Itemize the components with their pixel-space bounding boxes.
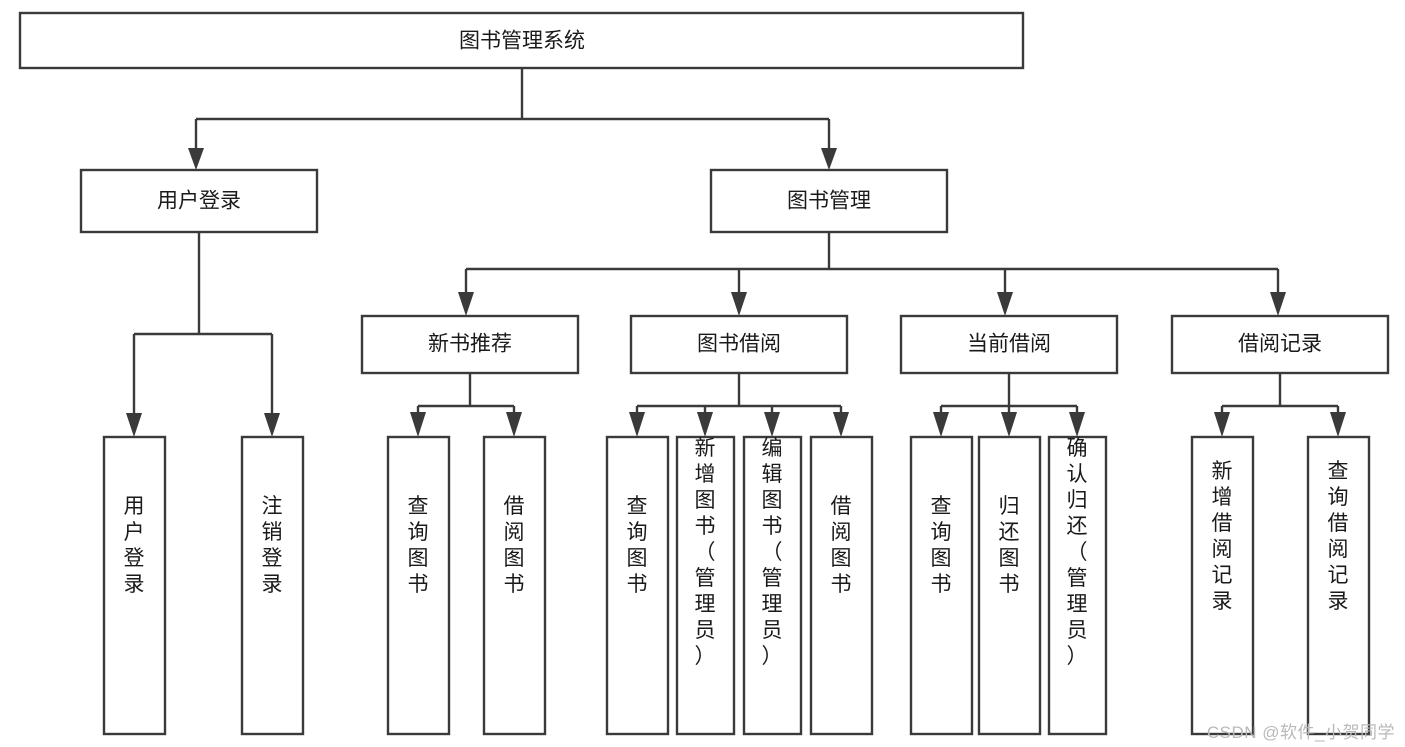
arrow-head-new-book (458, 292, 474, 316)
leaf-cb-query-book-label: 查询图书 (931, 495, 952, 596)
node-borrow-record-box (1170, 314, 1390, 375)
arrow-head-bb-leaf3 (764, 412, 780, 437)
node-root-label: 图书管理系统 (459, 30, 585, 53)
leaf-bb-edit-book[interactable]: 编辑图书（管理员） (742, 435, 803, 736)
arrow-head-book-manage (821, 148, 837, 170)
arrow-head-cb-leaf1 (933, 412, 949, 437)
leaf-user-login[interactable]: 用户登录 (102, 435, 167, 736)
leaf-br-query-record-box (1306, 435, 1371, 736)
leaf-bb-query-book-label: 查询图书 (627, 495, 648, 596)
arrow-head-nb-leaf1 (410, 412, 426, 437)
node-new-book-label: 新书推荐 (428, 333, 512, 356)
leaf-logout-label: 注销登录 (262, 495, 283, 596)
leaf-bb-edit-book-box (742, 435, 803, 736)
leaf-cb-query-book[interactable]: 查询图书 (909, 435, 974, 736)
leaf-cb-return-book-label: 归还图书 (999, 495, 1020, 596)
leaf-nb-borrow-book-box (482, 435, 547, 736)
leaf-bb-add-book-label: 新增图书（管理员） (695, 437, 716, 668)
arrow-head-leaf-logout (264, 413, 280, 437)
leaf-logout[interactable]: 注销登录 (240, 435, 305, 736)
arrow-head-br-leaf1 (1214, 412, 1230, 437)
leaf-br-query-record-label: 查询借阅记录 (1328, 460, 1349, 613)
arrow-head-bb-leaf1 (629, 412, 645, 437)
leaf-cb-confirm-return-label: 确认归还（管理员） (1067, 437, 1088, 668)
node-borrow-record[interactable]: 借阅记录 (1170, 314, 1390, 375)
node-root-box (18, 11, 1025, 70)
leaf-nb-query-book-box (386, 435, 451, 736)
leaf-bb-query-book[interactable]: 查询图书 (605, 435, 670, 736)
leaf-nb-query-book-label: 查询图书 (408, 495, 429, 596)
leaf-bb-edit-book-label: 编辑图书（管理员） (762, 437, 783, 668)
leaf-nb-borrow-book-label: 借阅图书 (504, 495, 525, 596)
arrow-head-borrow-book (731, 292, 747, 316)
leaf-br-add-record[interactable]: 新增借阅记录 (1190, 435, 1255, 736)
leaf-br-query-record[interactable]: 查询借阅记录 (1306, 435, 1371, 736)
leaf-br-add-record-box (1190, 435, 1255, 736)
node-current-borrow-box (899, 314, 1119, 375)
leaf-br-add-record-label: 新增借阅记录 (1212, 460, 1233, 613)
leaf-cb-confirm-return-box (1047, 435, 1108, 736)
leaf-bb-borrow-book-label: 借阅图书 (831, 495, 852, 596)
node-user-login-label: 用户登录 (157, 190, 241, 213)
node-book-manage-box (709, 168, 949, 234)
node-new-book-recommend[interactable]: 新书推荐 (360, 314, 580, 375)
arrow-head-cb-leaf3 (1069, 412, 1085, 437)
arrow-head-bb-leaf4 (833, 412, 849, 437)
arrow-head-user-login (188, 148, 204, 170)
leaf-nb-query-book[interactable]: 查询图书 (386, 435, 451, 736)
node-book-borrow[interactable]: 图书借阅 (629, 314, 849, 375)
connectors-group (126, 68, 1346, 437)
node-new-book-box (360, 314, 580, 375)
arrow-head-leaf-user-login (126, 413, 142, 437)
leaf-user-login-label: 用户登录 (124, 495, 145, 596)
node-book-manage[interactable]: 图书管理 (709, 168, 949, 234)
leaf-cb-return-book-box (977, 435, 1042, 736)
leaf-bb-add-book-box (675, 435, 736, 736)
arrow-head-br-leaf2 (1330, 412, 1346, 437)
leaf-cb-confirm-return[interactable]: 确认归还（管理员） (1047, 435, 1108, 736)
leaf-bb-borrow-book-box (809, 435, 874, 736)
node-borrow-record-label: 借阅记录 (1238, 333, 1322, 356)
leaf-bb-query-book-box (605, 435, 670, 736)
arrow-head-nb-leaf2 (506, 412, 522, 437)
node-book-borrow-box (629, 314, 849, 375)
leaf-cb-query-book-box (909, 435, 974, 736)
node-book-borrow-label: 图书借阅 (697, 333, 781, 356)
node-user-login-box (79, 168, 319, 234)
node-user-login[interactable]: 用户登录 (79, 168, 319, 234)
arrow-head-bb-leaf2 (697, 412, 713, 437)
node-current-borrow[interactable]: 当前借阅 (899, 314, 1119, 375)
arrow-head-cb-leaf2 (1001, 412, 1017, 437)
leaf-cb-return-book[interactable]: 归还图书 (977, 435, 1042, 736)
node-root-system[interactable]: 图书管理系统 (18, 11, 1025, 70)
arrow-head-borrow-record (1270, 292, 1286, 316)
leaf-logout-box (240, 435, 305, 736)
leaf-user-login-box (102, 435, 167, 736)
leaf-bb-borrow-book[interactable]: 借阅图书 (809, 435, 874, 736)
node-current-borrow-label: 当前借阅 (967, 333, 1051, 356)
leaf-bb-add-book[interactable]: 新增图书（管理员） (675, 435, 736, 736)
arrow-head-current-borrow (997, 292, 1013, 316)
leaf-nb-borrow-book[interactable]: 借阅图书 (482, 435, 547, 736)
node-book-manage-label: 图书管理 (787, 190, 871, 213)
